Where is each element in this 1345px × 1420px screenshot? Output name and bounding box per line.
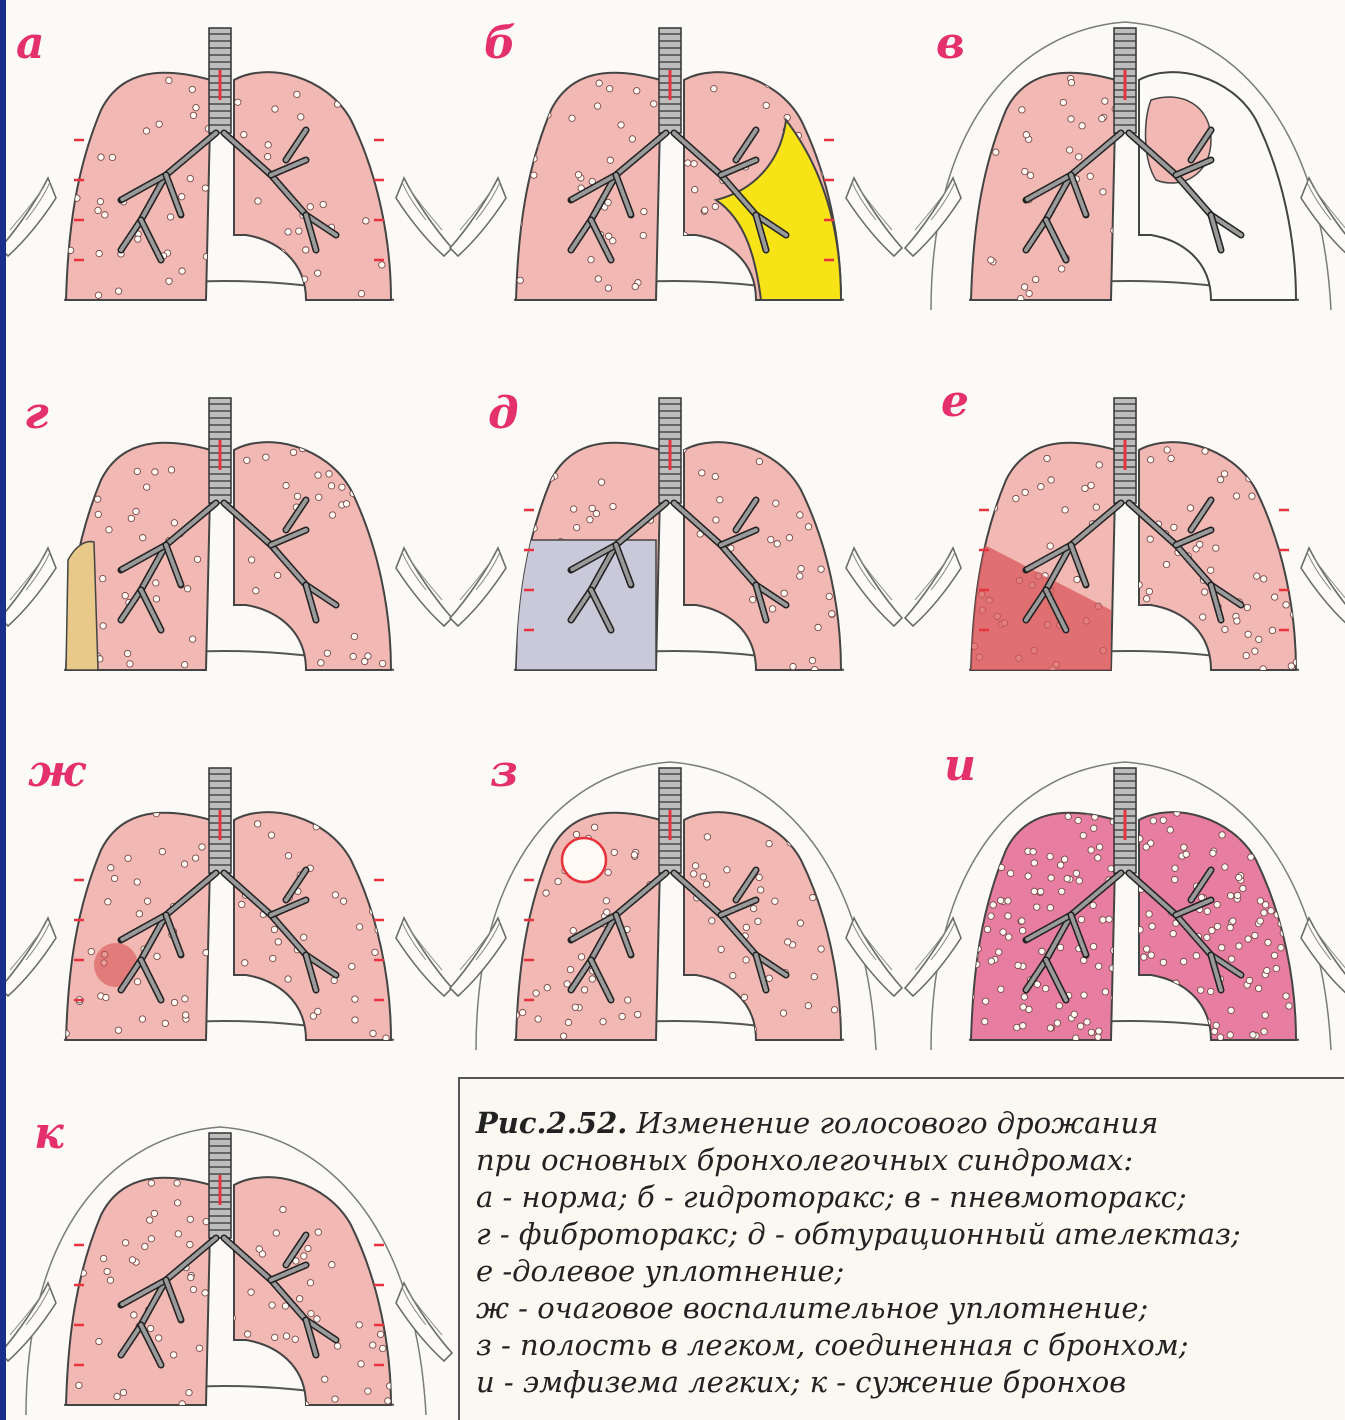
caption-title: Рис.2.52. Изменение голосового дрожания [476,1105,1330,1142]
hand-icon [6,918,56,996]
panel-label: к [34,1112,64,1156]
panel-label: е [941,380,969,424]
hand-icon [6,178,56,256]
figure-number: Рис.2.52. [476,1106,627,1140]
caption-line: при основных бронхолегочных синдромах: [476,1142,1330,1179]
lung-panel-atelectasis: д [456,370,896,710]
lung-diagram [911,370,1345,710]
lung-panel-lobar: е [911,370,1345,710]
right-lung [234,1177,391,1405]
caption-line: ж - очаговое воспалительное уплотнение; [476,1290,1330,1327]
hand-icon [905,918,961,996]
figure-caption: Рис.2.52. Изменение голосового дрожания … [458,1077,1344,1420]
panel-label: и [944,744,976,788]
right-lung [234,812,391,1040]
caption-line: з - полость в легком, соединенная с брон… [476,1327,1330,1364]
lung-panel-fibrothorax: г [6,370,446,710]
panel-label: г [24,392,49,436]
lung-diagram [6,0,446,340]
lung-diagram [456,0,896,340]
fibrous-layer [66,542,98,670]
hand-icon [846,918,902,996]
caption-line: и - эмфизема легких; к - сужение бронхов [476,1364,1330,1401]
lung-panel-pneumothorax: в [911,0,1345,340]
right-lung [234,442,391,670]
lung-diagram [456,740,896,1080]
hand-icon [396,178,452,256]
hand-icon [1301,178,1345,256]
hand-icon [6,548,56,626]
lung-cavity [562,838,606,882]
panel-label: б [484,22,516,66]
hand-icon [1301,548,1345,626]
caption-line: а - норма; б - гидроторакс; в - пневмото… [476,1179,1330,1216]
hand-icon [450,548,506,626]
panel-label: в [936,22,965,66]
hand-icon [846,178,902,256]
panel-label: ж [28,750,85,794]
hand-icon [450,918,506,996]
hand-icon [1301,918,1345,996]
caption-line: е -долевое уплотнение; [476,1253,1330,1290]
panel-label: а [16,22,45,66]
hand-icon [905,548,961,626]
figure-page: а б в г д е ж з и к Рис.2.52. Изменение голосовог… [6,0,1345,1420]
hand-icon [396,918,452,996]
hand-icon [396,1283,452,1361]
lung-diagram [6,1105,446,1420]
hand-icon [6,1283,56,1361]
hand-icon [396,548,452,626]
hand-icon [846,548,902,626]
lung-panel-norm: а [6,0,446,340]
right-lung [684,812,841,1040]
lung-panel-cavity: з [456,740,896,1080]
panel-label: д [488,392,519,436]
panel-label: з [490,750,518,794]
lung-diagram [6,370,446,710]
caption-title-text: Изменение голосового дрожания [627,1106,1158,1140]
lung-panel-emphysema: и [911,740,1345,1080]
right-lung [684,442,841,670]
hand-icon [905,178,961,256]
lung-diagram [911,740,1345,1080]
hand-icon [450,178,506,256]
lung-panel-hydrothorax: б [456,0,896,340]
lung-panel-bronchi: к [6,1105,446,1420]
right-lung [234,72,391,300]
lung-panel-focal: ж [6,740,446,1080]
lung-diagram [456,370,896,710]
lung-diagram [911,0,1345,340]
right-lung [1139,442,1296,670]
caption-line: г - фиброторакс; д - обтурационный ателе… [476,1216,1330,1253]
